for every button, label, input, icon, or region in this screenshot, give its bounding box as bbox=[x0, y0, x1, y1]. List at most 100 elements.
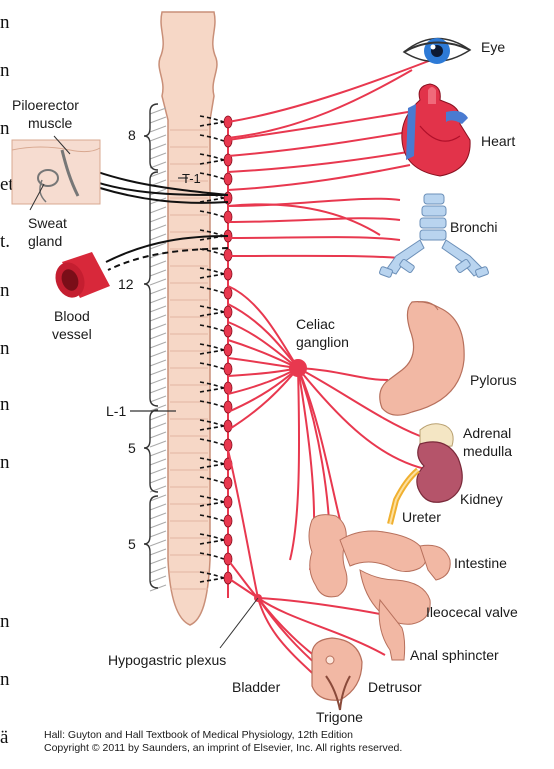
label-ileocecal-valve: Ileocecal valve bbox=[426, 604, 518, 620]
credit-line-2: Copyright © 2011 by Saunders, an imprint… bbox=[44, 742, 524, 755]
spinal-root-hatch bbox=[150, 378, 166, 384]
spinal-root-hatch bbox=[150, 342, 166, 348]
eye-organ bbox=[404, 38, 470, 64]
chain-ganglion bbox=[224, 287, 232, 299]
label-anal-sphincter: Anal sphincter bbox=[410, 647, 499, 663]
spinal-root-hatch bbox=[150, 504, 166, 510]
skin-tissue bbox=[12, 140, 100, 204]
label-ureter: Ureter bbox=[402, 509, 441, 525]
spinal-root-hatch bbox=[150, 423, 166, 429]
label-blood: Blood bbox=[54, 308, 90, 324]
spinal-root-hatch bbox=[150, 135, 166, 141]
chain-ganglion bbox=[224, 344, 232, 356]
edge-fragment: n bbox=[0, 280, 10, 301]
edge-fragment: t. bbox=[0, 231, 10, 252]
spinal-root-hatch bbox=[150, 288, 166, 294]
spinal-root-hatch bbox=[150, 567, 166, 573]
spinal-root-hatch bbox=[150, 126, 166, 132]
spinal-root-hatch bbox=[150, 234, 166, 240]
spinal-root-hatch bbox=[150, 468, 166, 474]
spinal-root-hatch bbox=[150, 540, 166, 546]
blood-vessel bbox=[51, 252, 110, 302]
label-heart: Heart bbox=[481, 133, 515, 149]
edge-fragment: n bbox=[0, 60, 10, 81]
spinal-root-hatch bbox=[150, 333, 166, 339]
spinal-root-hatch bbox=[150, 522, 166, 528]
label-trigone: Trigone bbox=[316, 709, 363, 725]
segment-label-c8: 8 bbox=[128, 127, 136, 143]
chain-ganglion bbox=[224, 268, 232, 280]
spinal-nerve-roots bbox=[150, 108, 166, 591]
label-medulla: medulla bbox=[463, 443, 512, 459]
spinal-root-hatch bbox=[150, 351, 166, 357]
spinal-root-hatch bbox=[150, 414, 166, 420]
label-bladder: Bladder bbox=[232, 679, 281, 695]
chain-ganglion bbox=[224, 496, 232, 508]
spinal-root-hatch bbox=[150, 324, 166, 330]
edge-fragment: n bbox=[0, 12, 10, 33]
spinal-root-hatch bbox=[150, 396, 166, 402]
chain-ganglion bbox=[224, 363, 232, 375]
chain-ganglion bbox=[224, 382, 232, 394]
hypogastric-pointer bbox=[220, 598, 258, 648]
spinal-root-hatch bbox=[150, 531, 166, 537]
spinal-root-hatch bbox=[150, 261, 166, 267]
spinal-root-hatch bbox=[150, 117, 166, 123]
chain-ganglion bbox=[224, 439, 232, 451]
segment-label-t12: 12 bbox=[118, 276, 134, 292]
spinal-root-hatch bbox=[150, 360, 166, 366]
spinal-root-hatch bbox=[150, 216, 166, 222]
chain-ganglion bbox=[224, 173, 232, 185]
label-muscle: muscle bbox=[28, 115, 73, 131]
chain-ganglion bbox=[224, 306, 232, 318]
edge-fragment: n bbox=[0, 118, 10, 139]
label-eye: Eye bbox=[481, 39, 505, 55]
chain-ganglion bbox=[224, 515, 232, 527]
label-adrenal: Adrenal bbox=[463, 425, 511, 441]
label-intestine: Intestine bbox=[454, 555, 507, 571]
spinal-root-hatch bbox=[150, 207, 166, 213]
credit-line-1: Hall: Guyton and Hall Textbook of Medica… bbox=[44, 729, 524, 742]
heart-organ bbox=[402, 84, 470, 176]
spinal-root-hatch bbox=[150, 576, 166, 582]
label-detrusor: Detrusor bbox=[368, 679, 422, 695]
chain-ganglion bbox=[224, 420, 232, 432]
chain-ganglion bbox=[224, 477, 232, 489]
spinal-root-hatch bbox=[150, 306, 166, 312]
edge-fragment: n bbox=[0, 394, 10, 415]
spinal-root-hatch bbox=[150, 477, 166, 483]
chain-ganglion bbox=[224, 325, 232, 337]
label-vessel: vessel bbox=[52, 326, 92, 342]
spinal-root-hatch bbox=[150, 450, 166, 456]
spinal-root-hatch bbox=[150, 297, 166, 303]
bronchi-organ bbox=[379, 194, 489, 278]
spinal-root-hatch bbox=[150, 108, 166, 114]
spinal-root-hatch bbox=[150, 153, 166, 159]
spinal-root-hatch bbox=[150, 144, 166, 150]
label-kidney: Kidney bbox=[460, 491, 503, 507]
label-sweat: Sweat bbox=[28, 215, 67, 231]
label-pylorus: Pylorus bbox=[470, 372, 517, 388]
label-celiac: Celiac bbox=[296, 316, 335, 332]
spinal-root-hatch bbox=[150, 225, 166, 231]
spinal-root-hatch bbox=[150, 279, 166, 285]
chain-ganglion bbox=[224, 534, 232, 546]
edge-fragment: n bbox=[0, 669, 10, 690]
segment-label-l1: L-1 bbox=[106, 403, 126, 419]
label-bronchi: Bronchi bbox=[450, 219, 497, 235]
spinal-root-hatch bbox=[150, 459, 166, 465]
spinal-root-hatch bbox=[150, 270, 166, 276]
spinal-root-hatch bbox=[150, 513, 166, 519]
edge-fragment: n bbox=[0, 611, 10, 632]
segment-label-t1: T-1 bbox=[182, 171, 201, 186]
spinal-root-hatch bbox=[150, 432, 166, 438]
pylorus-organ bbox=[380, 302, 464, 416]
figure-credit: Hall: Guyton and Hall Textbook of Medica… bbox=[44, 729, 524, 755]
edge-fragment: n bbox=[0, 452, 10, 473]
spinal-cord bbox=[159, 12, 217, 625]
segment-label-s5: 5 bbox=[128, 536, 136, 552]
segment-label-l5: 5 bbox=[128, 440, 136, 456]
bladder-organ bbox=[312, 638, 362, 710]
